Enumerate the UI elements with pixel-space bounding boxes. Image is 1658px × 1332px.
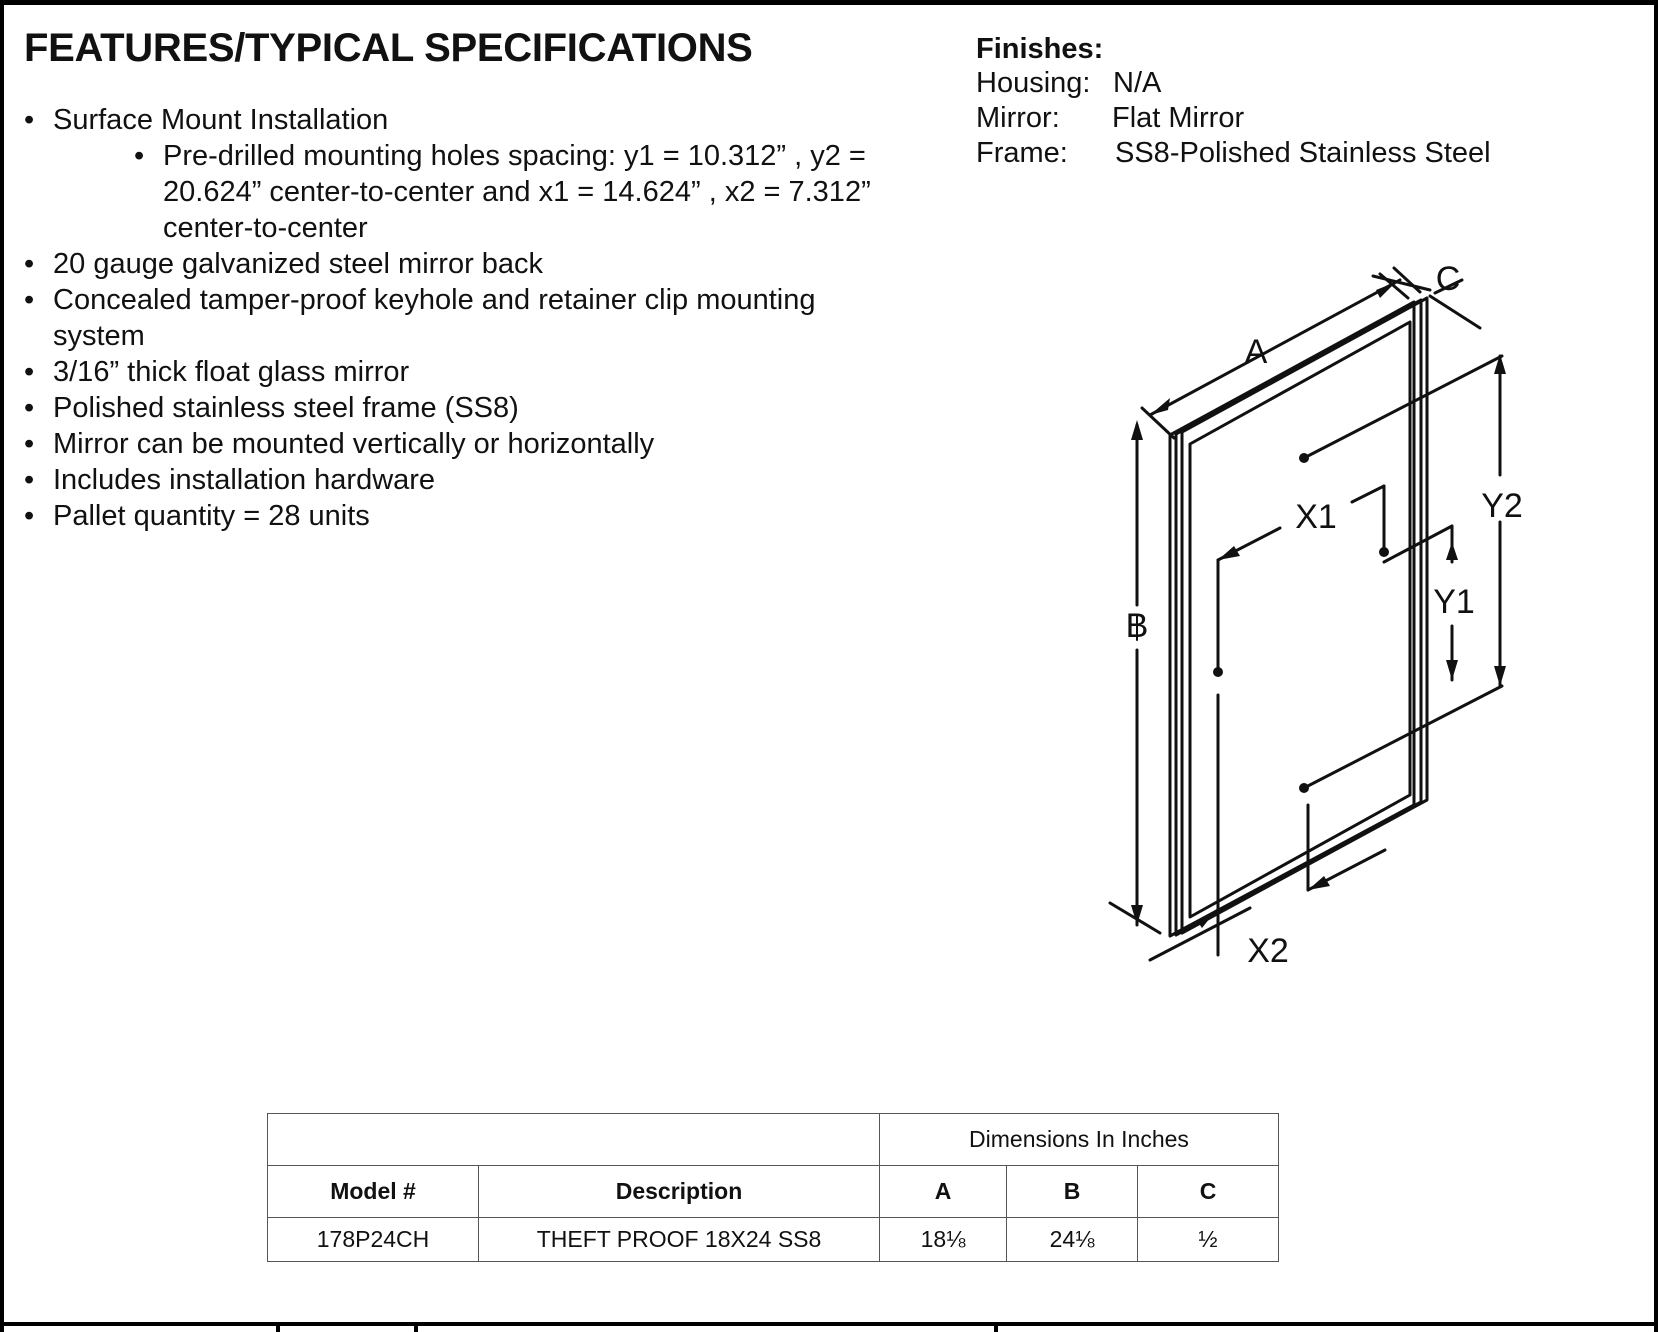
feature-subitem-line: Pre-drilled mounting holes spacing: y1 =… [134, 138, 924, 174]
cell-b: 24⅛ [1006, 1217, 1138, 1262]
column-header-a: A [879, 1165, 1007, 1218]
table-empty-cell [267, 1113, 880, 1166]
arrowhead [1494, 354, 1506, 374]
finish-row-frame: Frame: SS8-Polished Stainless Steel [976, 136, 1491, 171]
feature-item: Polished stainless steel frame (SS8) [24, 390, 924, 426]
arrowhead [1446, 660, 1458, 680]
feature-item: Includes installation hardware [24, 462, 924, 498]
arrowhead [1494, 666, 1506, 686]
section-title: FEATURES/TYPICAL SPECIFICATIONS [24, 26, 753, 70]
table-group-header-row: Dimensions In Inches [267, 1113, 1279, 1166]
page-border-top [0, 0, 1658, 5]
cell-model: 178P24CH [267, 1217, 479, 1262]
table-row: 178P24CH THEFT PROOF 18X24 SS8 18⅛ 24⅛ ½ [267, 1217, 1279, 1262]
feature-item: Surface Mount Installation [24, 102, 924, 138]
mirror-frame-inner [1188, 320, 1412, 919]
dimension-c-leader [1428, 294, 1482, 330]
dimension-c-extension [1378, 272, 1410, 300]
dimension-c-extension [1392, 266, 1422, 294]
mounting-hole [1299, 453, 1309, 463]
column-header-c: C [1137, 1165, 1279, 1218]
arrowhead [1131, 420, 1143, 440]
mounting-hole [1213, 667, 1223, 677]
mirror-frame-outer [1168, 300, 1416, 938]
feature-item: Concealed tamper-proof keyhole and retai… [24, 282, 924, 318]
footer-divider [994, 1322, 998, 1332]
feature-subitem: Pre-drilled mounting holes spacing: y1 =… [134, 138, 924, 246]
dimension-label-c: C [1436, 260, 1461, 298]
finish-label: Frame: [976, 137, 1068, 169]
finish-value: SS8-Polished Stainless Steel [1115, 137, 1491, 169]
dimension-label-x2: X2 [1247, 932, 1289, 970]
finish-row-mirror: Mirror: Flat Mirror [976, 101, 1244, 136]
dimension-x2-line [1148, 906, 1252, 962]
mounting-hole [1299, 783, 1309, 793]
dimension-y2-extension [1302, 354, 1504, 460]
arrowhead [1376, 282, 1396, 298]
column-header-description: Description [478, 1165, 880, 1218]
feature-subitem-line: center-to-center [163, 212, 368, 244]
mirror-frame-layer [1180, 296, 1429, 935]
cell-description: THEFT PROOF 18X24 SS8 [478, 1217, 880, 1262]
arrowhead [1198, 908, 1218, 928]
finish-value: N/A [1113, 67, 1162, 99]
table-header-row: Model # Description A B C [267, 1165, 1279, 1218]
page-border-bottom [0, 1322, 1658, 1326]
mirror-frame-layer [1174, 298, 1423, 937]
feature-item-continuation: system [53, 320, 145, 352]
dimensions-table: Dimensions In Inches Model # Description… [267, 1113, 1279, 1262]
finish-value: Flat Mirror [1112, 102, 1245, 134]
page-border-left [0, 0, 4, 1332]
arrowhead [1308, 876, 1330, 890]
feature-item: 3/16” thick float glass mirror [24, 354, 924, 390]
finish-row-housing: Housing: N/A [976, 66, 1161, 101]
finish-label: Housing: [976, 67, 1091, 99]
feature-subitem-line: 20.624” center-to-center and x1 = 14.624… [163, 176, 871, 208]
arrowhead [1218, 546, 1240, 560]
feature-item: Mirror can be mounted vertically or hori… [24, 426, 924, 462]
cell-c: ½ [1137, 1217, 1279, 1262]
column-header-model: Model # [267, 1165, 479, 1218]
footer-divider [414, 1322, 418, 1332]
mirror-dimension-drawing: A C B Y2 Y1 X1 X2 [1108, 260, 1523, 970]
dimension-label-b: B [1126, 607, 1149, 645]
dimension-y1-extension [1382, 524, 1454, 564]
dimension-label-y1: Y1 [1433, 583, 1475, 621]
arrowhead [1131, 905, 1143, 925]
dimension-a-extension [1140, 406, 1176, 440]
column-header-b: B [1006, 1165, 1138, 1218]
table-group-header: Dimensions In Inches [879, 1113, 1279, 1166]
feature-item: 20 gauge galvanized steel mirror back [24, 246, 924, 282]
page-border-right [1654, 0, 1658, 1332]
finishes-block: Finishes: Housing: N/A Mirror: Flat Mirr… [976, 32, 1491, 171]
mounting-hole [1379, 547, 1389, 557]
dimension-label-x1: X1 [1295, 498, 1337, 536]
features-list: Surface Mount Installation Pre-drilled m… [24, 102, 924, 534]
feature-item: Pallet quantity = 28 units [24, 498, 924, 534]
arrowhead [1446, 542, 1458, 560]
finishes-heading: Finishes: [976, 33, 1104, 65]
finish-label: Mirror: [976, 102, 1060, 134]
arrowhead [1150, 398, 1170, 415]
footer-divider [276, 1322, 280, 1332]
dimension-label-a: A [1245, 333, 1268, 371]
dimension-c-leader [1433, 278, 1464, 295]
dimension-label-y2: Y2 [1481, 487, 1523, 525]
cell-a: 18⅛ [879, 1217, 1007, 1262]
dimension-a-line [1148, 278, 1402, 417]
dimension-a-extension [1371, 274, 1432, 292]
dimension-x1-line [1350, 484, 1386, 504]
dimension-y2-extension [1302, 684, 1504, 790]
